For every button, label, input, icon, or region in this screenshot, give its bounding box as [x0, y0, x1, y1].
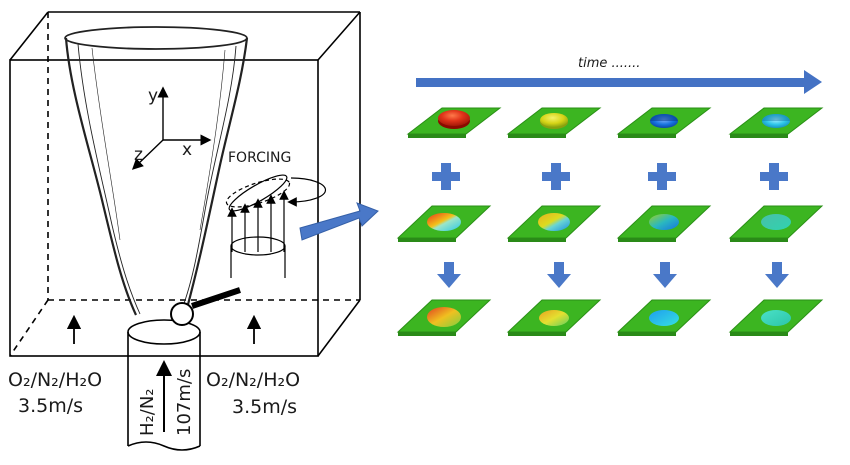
plus-signs — [432, 163, 788, 190]
panel-row-perturbation — [396, 205, 824, 242]
plate-pert-1 — [396, 205, 492, 242]
plate-pert-2 — [506, 205, 602, 242]
down-arrow-icon — [765, 262, 789, 288]
plate-base-1 — [406, 107, 502, 138]
plus-icon — [432, 163, 460, 190]
down-arrows — [437, 262, 789, 288]
jet-speed: 107m/s — [174, 369, 195, 436]
flame-shape — [64, 26, 249, 316]
time-label: time ....... — [578, 56, 640, 71]
forcing-label: FORCING — [228, 150, 291, 166]
plate-base-2 — [506, 107, 602, 138]
axis-x-label: x — [182, 140, 192, 160]
panel-row-result — [396, 299, 824, 336]
axis-z-label: z — [134, 145, 143, 165]
panel-row-base — [406, 107, 824, 138]
plus-icon — [760, 163, 788, 190]
plate-pert-3 — [616, 205, 712, 242]
right-inlet-species: O₂/N₂/H₂O — [206, 369, 300, 391]
left-inlet-species: O₂/N₂/H₂O — [8, 369, 102, 391]
plate-result-2 — [506, 299, 602, 336]
transition-arrow — [299, 202, 379, 241]
down-arrow-icon — [437, 262, 461, 288]
left-inlet-speed: 3.5m/s — [18, 395, 83, 417]
coordinate-axes — [131, 86, 212, 170]
coflow-arrows — [66, 314, 262, 344]
forcing-schematic — [225, 174, 327, 278]
down-arrow-icon — [653, 262, 677, 288]
right-inlet-speed: 3.5m/s — [232, 396, 297, 418]
plate-base-3 — [616, 107, 712, 138]
plate-base-4 — [728, 107, 824, 138]
plate-result-3 — [616, 299, 712, 336]
jet-nozzle — [127, 319, 201, 451]
plate-pert-4 — [728, 205, 824, 242]
igniter — [170, 287, 241, 326]
axis-y-label: y — [148, 86, 158, 106]
time-arrow — [416, 70, 822, 94]
plus-icon — [542, 163, 570, 190]
jet-species: H₂/N₂ — [137, 389, 158, 437]
plate-result-1 — [396, 299, 492, 336]
down-arrow-icon — [547, 262, 571, 288]
plate-result-4 — [728, 299, 824, 336]
plus-icon — [648, 163, 676, 190]
